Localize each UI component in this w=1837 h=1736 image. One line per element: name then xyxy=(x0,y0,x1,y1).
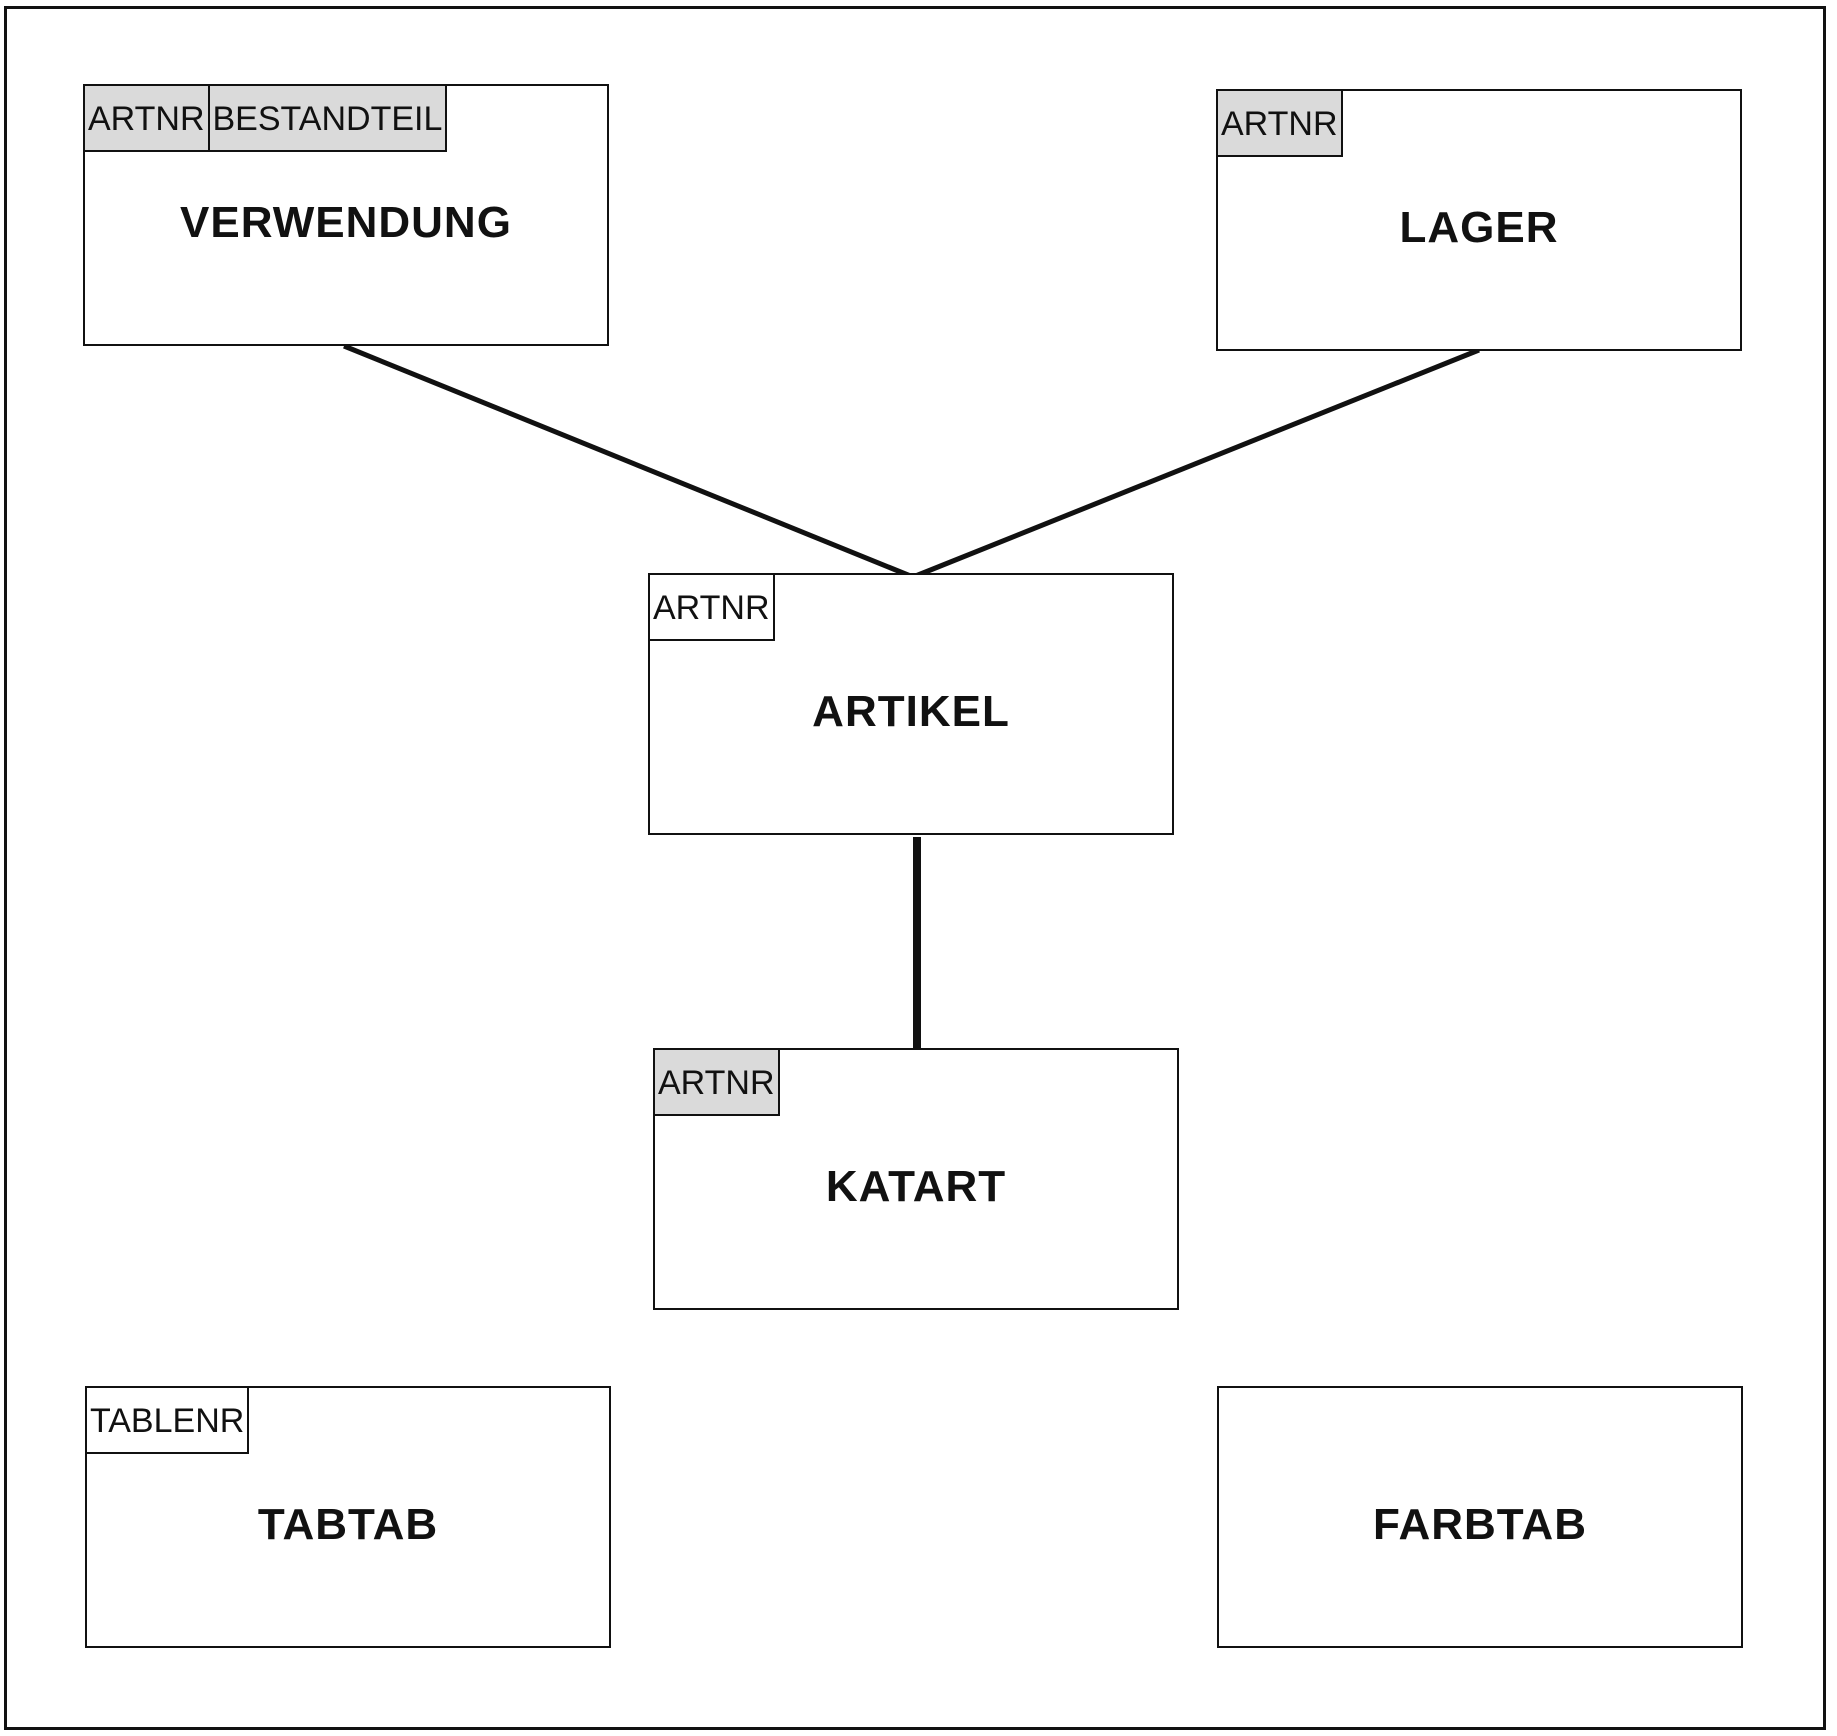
key-field-bestandteil: BESTANDTEIL xyxy=(209,86,448,152)
table-name: FARBTAB xyxy=(1373,1500,1587,1549)
table-name: LAGER xyxy=(1399,203,1559,252)
key-field-tablenr: TABLENR xyxy=(87,1388,250,1454)
key-fields: ARTNR xyxy=(1218,91,1343,157)
table-name: VERWENDUNG xyxy=(180,198,512,247)
table-artikel[interactable]: ARTNR ARTIKEL xyxy=(648,573,1174,835)
table-verwendung[interactable]: ARTNR BESTANDTEIL VERWENDUNG xyxy=(83,84,609,346)
diagram-frame xyxy=(4,6,1826,1730)
key-field-artnr: ARTNR xyxy=(655,1050,780,1116)
table-name: KATART xyxy=(825,1162,1007,1211)
key-fields: ARTNR xyxy=(650,575,775,641)
key-fields: ARTNR BESTANDTEIL xyxy=(85,86,448,152)
key-fields: ARTNR xyxy=(655,1050,780,1116)
table-name: TABTAB xyxy=(257,1500,439,1549)
key-field-artnr: ARTNR xyxy=(1218,91,1343,157)
key-field-artnr: ARTNR xyxy=(650,575,775,641)
table-farbtab[interactable]: FARBTAB xyxy=(1217,1386,1743,1648)
table-name: ARTIKEL xyxy=(812,687,1010,736)
key-fields: TABLENR xyxy=(87,1388,250,1454)
table-lager[interactable]: ARTNR LAGER xyxy=(1216,89,1742,351)
table-tabtab[interactable]: TABLENR TABTAB xyxy=(85,1386,611,1648)
key-field-artnr: ARTNR xyxy=(85,86,210,152)
table-katart[interactable]: ARTNR KATART xyxy=(653,1048,1179,1310)
